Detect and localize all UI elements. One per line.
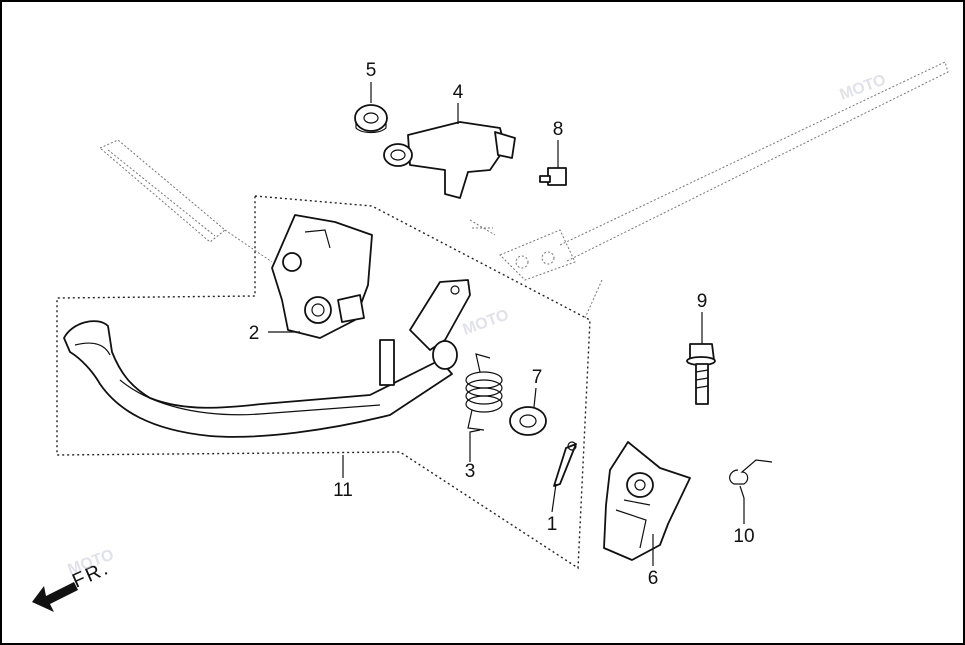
part-3-spring [465,353,503,431]
assembly-outline [56,195,591,570]
context-rod-right [499,61,949,281]
callout-10: 10 [733,526,754,547]
callout-2: 2 [249,323,260,344]
part-7-washer [509,406,547,436]
callout-9: 9 [697,291,708,312]
leader-lines [268,82,745,566]
context-pin [469,219,603,319]
part-1-cotter-pin [553,441,577,487]
arrow-icon [32,582,78,612]
callout-1: 1 [547,514,558,535]
callout-6: 6 [648,568,659,589]
callout-3: 3 [465,461,476,482]
part-5-grommet [354,104,388,134]
context-rod-left [99,139,273,263]
part-4-brake-switch [383,121,516,199]
callout-11: 11 [333,480,353,501]
part-11-brake-pedal [63,279,471,438]
callout-4: 4 [453,82,464,103]
callout-7: 7 [532,367,543,388]
callout-8: 8 [553,119,564,140]
part-2-pivot-bracket [271,214,373,339]
part-10-clip [729,459,773,499]
part-6-bracket [603,441,691,561]
part-8-bolt [539,167,567,186]
part-9-flange-bolt [686,343,716,405]
callout-5: 5 [366,60,377,81]
